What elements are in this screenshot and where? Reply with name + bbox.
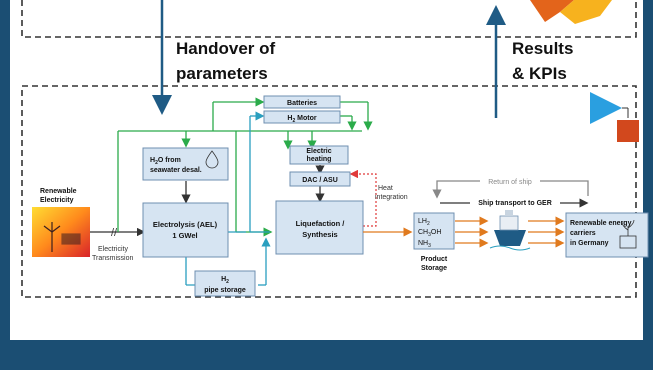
product-lh2: LH2 [418, 218, 430, 227]
energy-carriers-label: Renewable energy [570, 220, 632, 227]
results-label: Results [512, 39, 573, 58]
h2-pipe-storage-label: H2 [221, 276, 229, 285]
model-play-icon [590, 92, 622, 124]
hydrogen-lines [185, 111, 271, 290]
electrolysis-box [142, 202, 229, 258]
surface-plot-fragment [560, 0, 612, 24]
surface-plot-fragment [530, 0, 574, 22]
transmission-label: Electricity [98, 246, 128, 253]
model-block-icon [617, 120, 639, 142]
ship-icon [489, 210, 531, 251]
renewable-map-icon [32, 207, 90, 257]
renewable-electricity-label: Electricity [40, 197, 74, 204]
heat-integration-line [349, 169, 377, 227]
water-desalination-label: H2O from [150, 157, 181, 166]
product-storage-label: Storage [421, 265, 447, 272]
liquefaction-label: Synthesis [302, 230, 337, 239]
return-of-ship-label: Return of ship [488, 179, 532, 186]
batteries-label: Batteries [287, 100, 317, 107]
product-storage-box [413, 212, 455, 250]
energy-carriers-label: in Germany [570, 240, 609, 247]
ship-transport-label: Ship transport to GER [478, 200, 552, 207]
heat-integration-label: Heat [378, 185, 393, 192]
product-ammonia: NH3 [418, 240, 431, 249]
water-desalination-label: seawater desal. [150, 167, 202, 174]
liquefaction-label: Liquefaction / [296, 219, 346, 228]
transmission-mark: // [111, 227, 118, 239]
handover-label: parameters [176, 64, 268, 83]
electric-heating-label: Electric [306, 148, 331, 155]
left-frame-bar [0, 0, 10, 370]
h2-pipe-storage-box [194, 270, 256, 297]
product-storage-label: Product [421, 256, 448, 263]
electrolysis-label: Electrolysis (AEL) [153, 220, 218, 229]
wind-turbine-icon [43, 222, 81, 252]
water-drop-icon [205, 150, 219, 169]
dac-asu-box [289, 171, 351, 187]
dac-asu-label: DAC / ASU [302, 177, 338, 184]
batteries-box [263, 95, 341, 109]
handover-label: Handover of [176, 39, 276, 58]
model-dashed-panel [21, 85, 637, 298]
bottom-frame-bar [0, 340, 653, 370]
product-methanol: CH3OH [418, 229, 441, 238]
electric-heating-box [289, 145, 349, 165]
export-arrows [455, 216, 565, 248]
electrolysis-label: 1 GWel [172, 231, 197, 240]
plant-energy-icon [619, 219, 637, 249]
heat-integration-label: integration [375, 194, 408, 201]
transmission-label: Transmission [92, 255, 133, 262]
results-label: & KPIs [512, 64, 567, 83]
h2-motor-label: H2 Motor [287, 115, 317, 124]
liquefaction-box [275, 200, 364, 255]
upper-dashed-panel [21, 0, 637, 38]
right-frame-bar [643, 0, 653, 370]
renewable-electricity-label: Renewable [40, 188, 77, 195]
h2-motor-box [263, 110, 341, 124]
energy-carriers-label: carriers [570, 230, 596, 237]
electric-heating-label: heating [307, 156, 332, 163]
h2-pipe-storage-label: pipe storage [204, 287, 246, 294]
